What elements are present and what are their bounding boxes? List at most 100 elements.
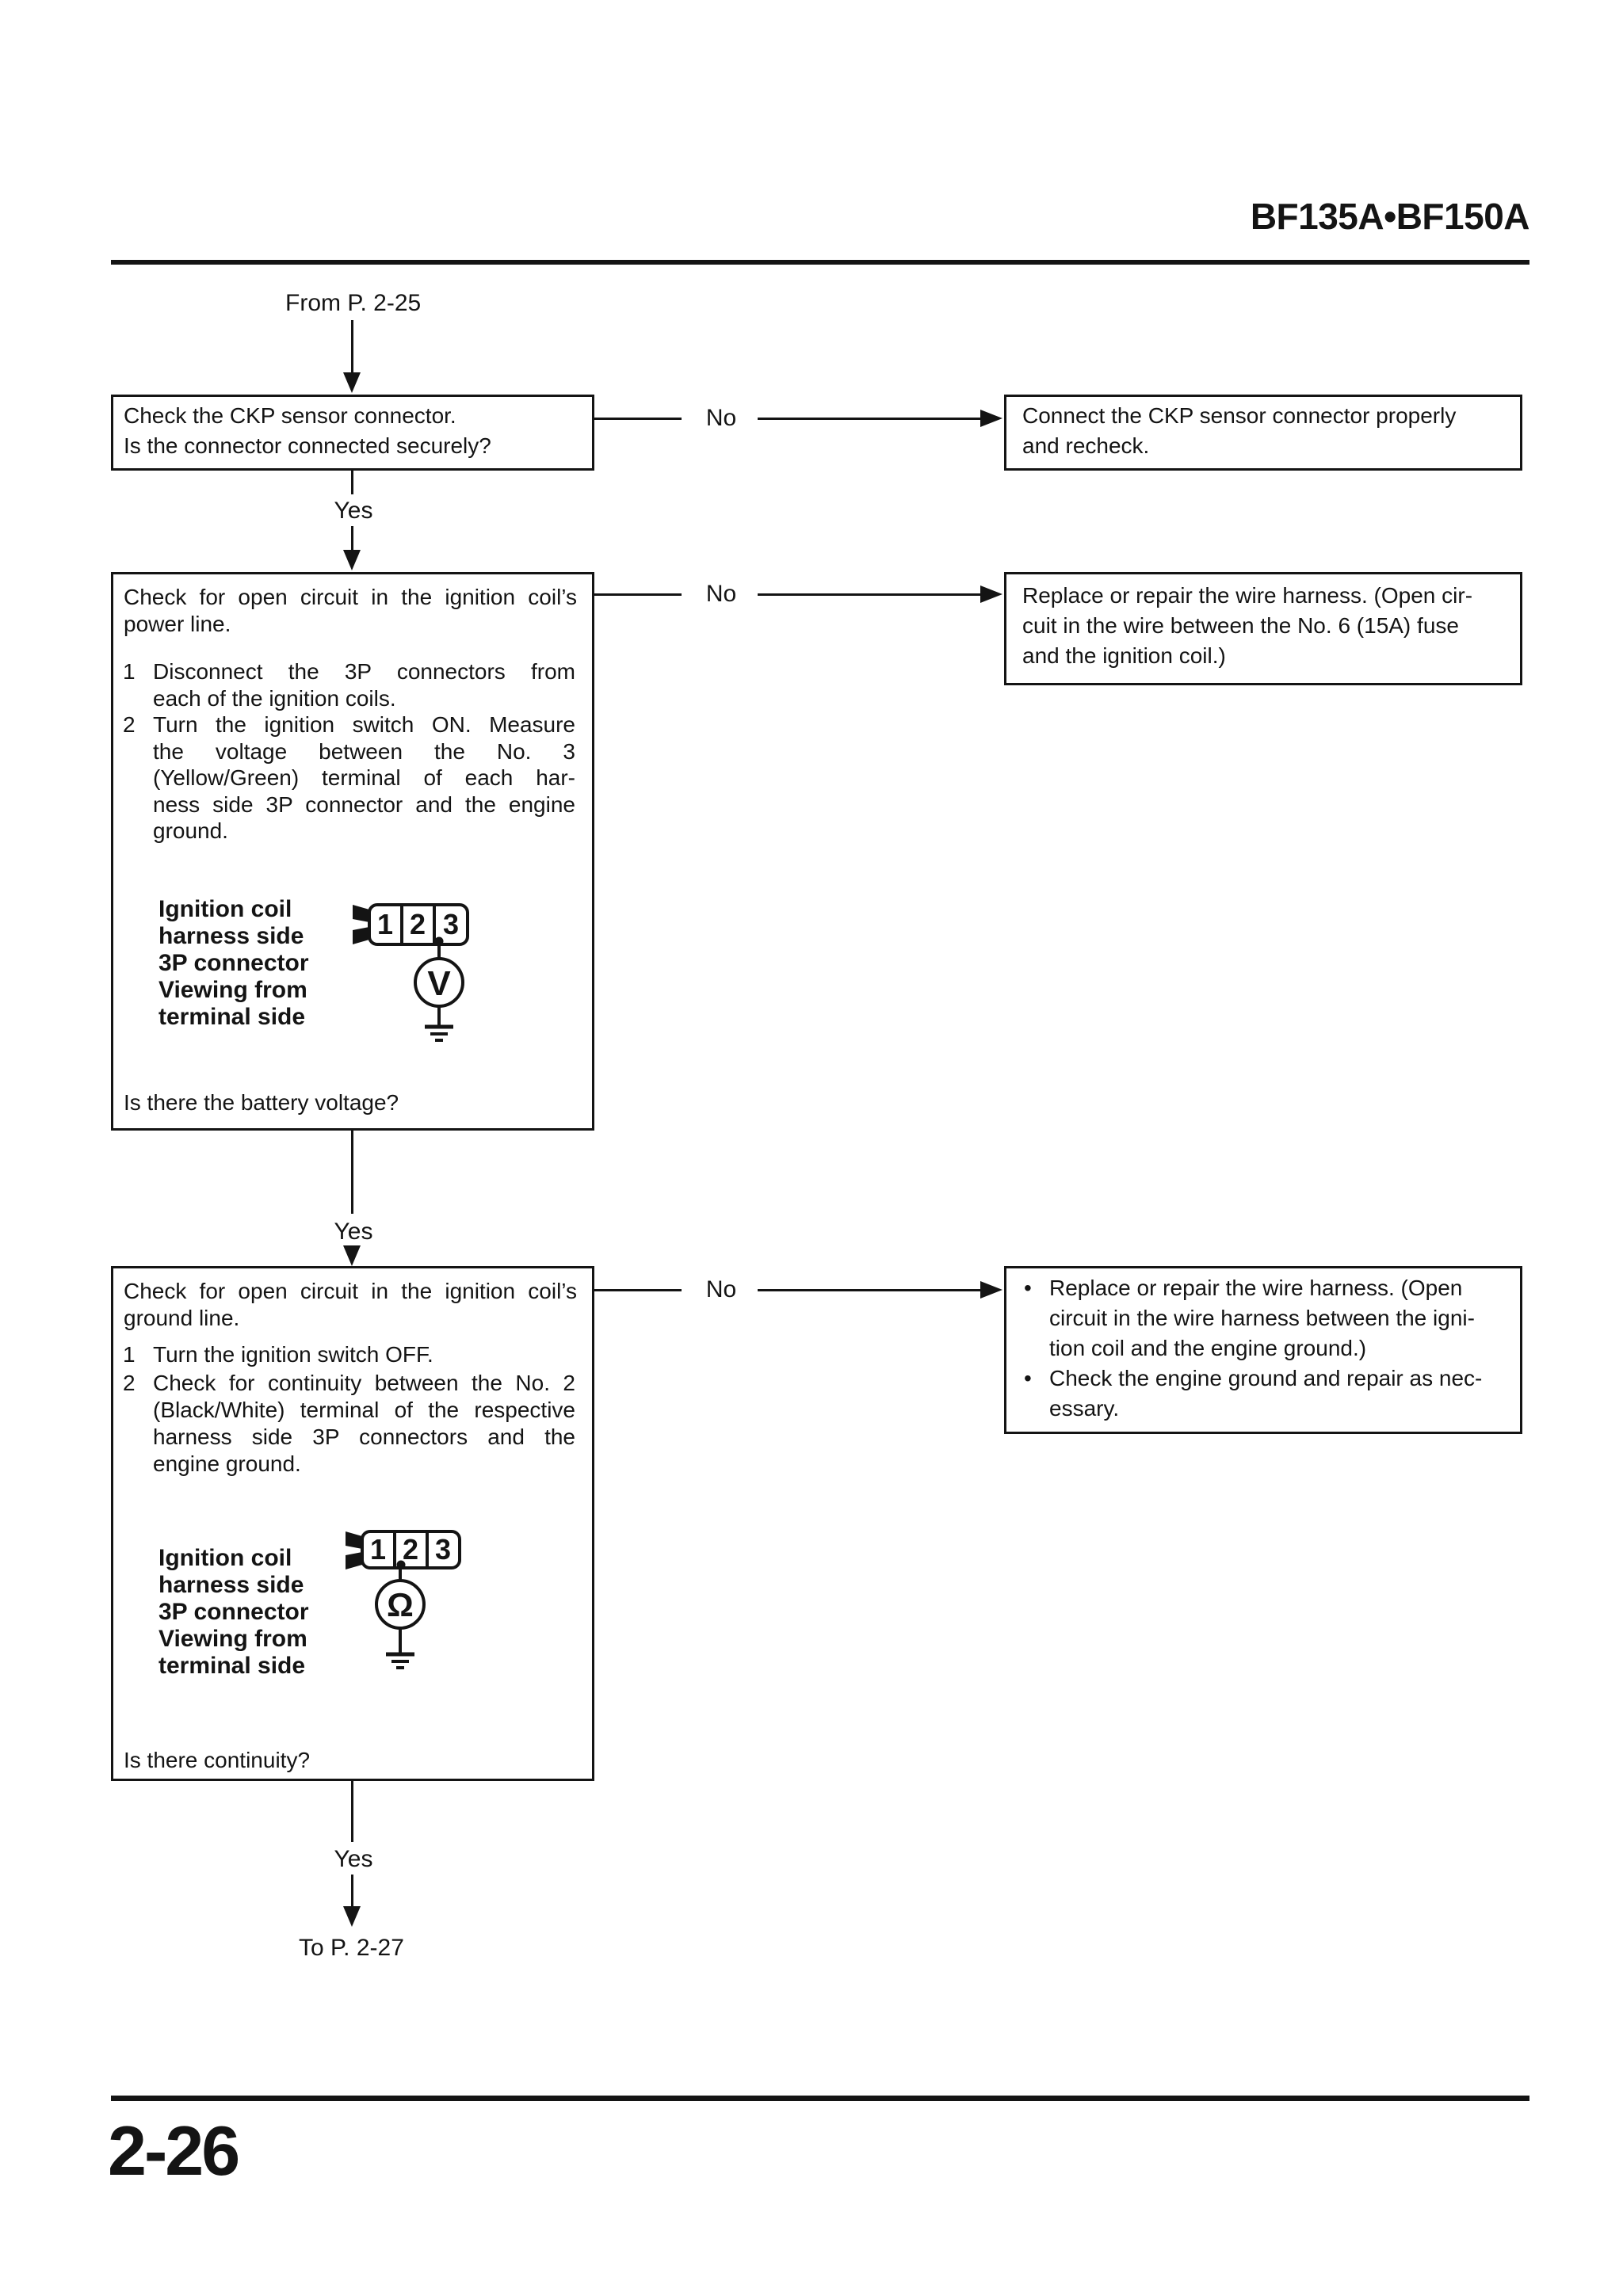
action-box-3	[1004, 1266, 1522, 1434]
text-line: Check for open circuit in the ignition c…	[124, 1279, 577, 1303]
connector-latch-icon	[353, 905, 369, 922]
arrow-right-icon	[980, 1281, 1002, 1299]
bullet-icon: •	[1024, 1276, 1032, 1300]
decision-box-2	[111, 572, 594, 1131]
flow-line	[351, 320, 353, 372]
no-label: No	[705, 1276, 737, 1302]
text-line: ground.	[153, 818, 228, 843]
probe-dot	[396, 1560, 406, 1569]
text-line: and recheck.	[1022, 433, 1150, 458]
flow-to-label: To P. 2-27	[299, 1935, 404, 1961]
page-title: BF135A•BF150A	[1250, 196, 1530, 237]
text-line: ness side 3P connector and the engine	[153, 792, 575, 817]
flow-line	[351, 1875, 353, 1906]
text-line: (Black/White) terminal of the respective	[153, 1398, 575, 1422]
text-line: Disconnect the 3P connectors from	[153, 659, 575, 684]
connector-latch-icon	[353, 927, 369, 944]
action-box-1	[1004, 395, 1522, 471]
arrow-down-icon	[343, 1245, 361, 1266]
figure-caption: Viewing from	[158, 977, 307, 1003]
text-line: Check for continuity between the No. 2	[153, 1371, 575, 1395]
flow-line	[758, 593, 980, 596]
figure-caption: harness side	[158, 1572, 304, 1598]
action-box-2	[1004, 572, 1522, 685]
question-line: Is there the battery voltage?	[124, 1090, 399, 1115]
figure-caption: terminal side	[158, 1004, 306, 1030]
text-line: cuit in the wire between the No. 6 (15A)…	[1022, 613, 1459, 638]
text-line: Check for open circuit in the ignition c…	[124, 585, 577, 609]
flow-line	[351, 471, 353, 494]
flow-line	[758, 418, 980, 420]
connector-latch-icon	[346, 1552, 362, 1569]
text-line: Connect the CKP sensor connector properl…	[1022, 403, 1457, 428]
page-number: 2-26	[108, 2111, 240, 2190]
yes-label: Yes	[334, 1219, 373, 1245]
text-line: Replace or repair the wire harness. (Ope…	[1022, 583, 1473, 608]
terminal-number: 2	[410, 908, 426, 940]
figure-caption: Ignition coil	[158, 1545, 292, 1571]
arrow-right-icon	[980, 410, 1002, 427]
flow-line	[351, 526, 353, 550]
text-line: Turn the ignition switch OFF.	[153, 1342, 433, 1367]
flow-line	[351, 1781, 353, 1842]
voltmeter-symbol: V	[427, 964, 451, 1003]
decision-box-1	[111, 395, 594, 471]
list-number: 2	[123, 1371, 136, 1395]
arrow-down-icon	[343, 550, 361, 570]
text-line: engine ground.	[153, 1451, 301, 1476]
arrow-down-icon	[343, 372, 361, 393]
figure-caption: 3P connector	[158, 950, 309, 976]
connector-body	[368, 903, 469, 946]
flow-line	[351, 1131, 353, 1214]
text-line: each of the ignition coils.	[153, 686, 396, 711]
text-line: (Yellow/Green) terminal of each har-	[153, 765, 575, 790]
connector-voltmeter-figure: 1 2 3 V	[353, 903, 469, 1042]
connector-latch-icon	[346, 1531, 362, 1549]
flow-from-label: From P. 2-25	[285, 290, 422, 316]
bottom-rule	[111, 2096, 1529, 2101]
text-line: Is the connector connected securely?	[124, 433, 491, 458]
list-number: 1	[123, 659, 136, 684]
no-label: No	[705, 581, 737, 607]
yes-label: Yes	[334, 498, 373, 524]
text-line: harness side 3P connectors and the	[153, 1425, 575, 1449]
decision-box-3	[111, 1266, 594, 1781]
terminal-number: 2	[403, 1533, 418, 1566]
figure-caption: Viewing from	[158, 1626, 307, 1652]
text-line: Check the engine ground and repair as ne…	[1049, 1366, 1483, 1390]
text-line: essary.	[1049, 1396, 1120, 1421]
flow-line	[758, 1289, 980, 1291]
bullet-icon: •	[1024, 1366, 1032, 1390]
terminal-number: 1	[377, 908, 393, 940]
figure-caption: harness side	[158, 923, 304, 949]
text-line: Replace or repair the wire harness. (Ope…	[1049, 1276, 1463, 1300]
list-number: 2	[123, 712, 136, 737]
text-line: circuit in the wire harness between the …	[1049, 1306, 1475, 1330]
flow-line	[594, 418, 682, 420]
figure-caption: Ignition coil	[158, 896, 292, 922]
connector-body	[361, 1530, 461, 1569]
figure-caption: 3P connector	[158, 1599, 309, 1625]
terminal-number: 1	[370, 1533, 386, 1566]
figure-caption: terminal side	[158, 1653, 306, 1679]
no-label: No	[705, 405, 737, 431]
flow-line	[594, 593, 682, 596]
text-line: and the ignition coil.)	[1022, 643, 1226, 668]
yes-label: Yes	[334, 1846, 373, 1872]
text-line: ground line.	[124, 1306, 240, 1330]
flow-line	[594, 1289, 682, 1291]
text-line: the voltage between the No. 3	[153, 739, 575, 764]
text-line: Turn the ignition switch ON. Measure	[153, 712, 575, 737]
list-number: 1	[123, 1342, 136, 1367]
arrow-down-icon	[343, 1906, 361, 1927]
connector-ohmmeter-figure: 1 2 3 Ω	[346, 1530, 461, 1669]
terminal-number: 3	[435, 1533, 451, 1566]
text-line: power line.	[124, 612, 231, 636]
top-rule	[111, 260, 1529, 265]
text-line: tion coil and the engine ground.)	[1049, 1336, 1367, 1360]
text-line: Check the CKP sensor connector.	[124, 403, 456, 428]
arrow-right-icon	[980, 585, 1002, 603]
probe-dot	[434, 936, 444, 946]
question-line: Is there continuity?	[124, 1748, 311, 1772]
